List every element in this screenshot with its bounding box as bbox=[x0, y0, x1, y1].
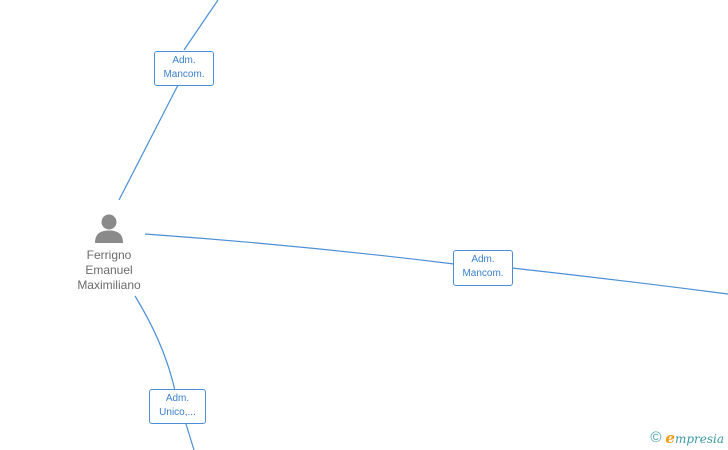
person-node[interactable]: Ferrigno Emanuel Maximiliano bbox=[64, 212, 154, 293]
copyright-icon: © bbox=[650, 429, 662, 446]
role-badge-line2: Unico,... bbox=[159, 407, 196, 418]
person-name-line: Emanuel bbox=[85, 263, 133, 277]
role-badge-line2: Mancom. bbox=[462, 268, 504, 279]
edge-top bbox=[118, 84, 179, 201]
person-name: Ferrigno Emanuel Maximiliano bbox=[64, 248, 154, 293]
role-badge-line1: Adm. bbox=[172, 55, 196, 66]
role-badge-bottom[interactable]: Adm. Unico,... bbox=[149, 389, 206, 424]
empresia-watermark: © empresia bbox=[650, 429, 724, 447]
edge-bottom bbox=[134, 295, 176, 392]
role-badge-top[interactable]: Adm. Mancom. bbox=[154, 51, 214, 86]
brand-logo: empresia bbox=[665, 429, 724, 448]
edge-right bbox=[144, 233, 455, 265]
person-icon bbox=[95, 214, 123, 243]
person-name-line: Maximiliano bbox=[77, 278, 141, 292]
edge-right-continuation bbox=[511, 267, 728, 295]
role-badge-line1: Adm. bbox=[471, 254, 495, 265]
brand-initial: e bbox=[665, 428, 675, 447]
role-badge-line2: Mancom. bbox=[163, 69, 205, 80]
person-name-line: Ferrigno bbox=[86, 248, 132, 262]
edge-bottom-continuation bbox=[185, 423, 195, 450]
role-badge-line1: Adm. bbox=[165, 393, 190, 404]
edge-top-continuation bbox=[183, 0, 219, 51]
role-badge-right[interactable]: Adm. Mancom. bbox=[453, 250, 513, 286]
brand-rest: mpresia bbox=[674, 431, 724, 446]
